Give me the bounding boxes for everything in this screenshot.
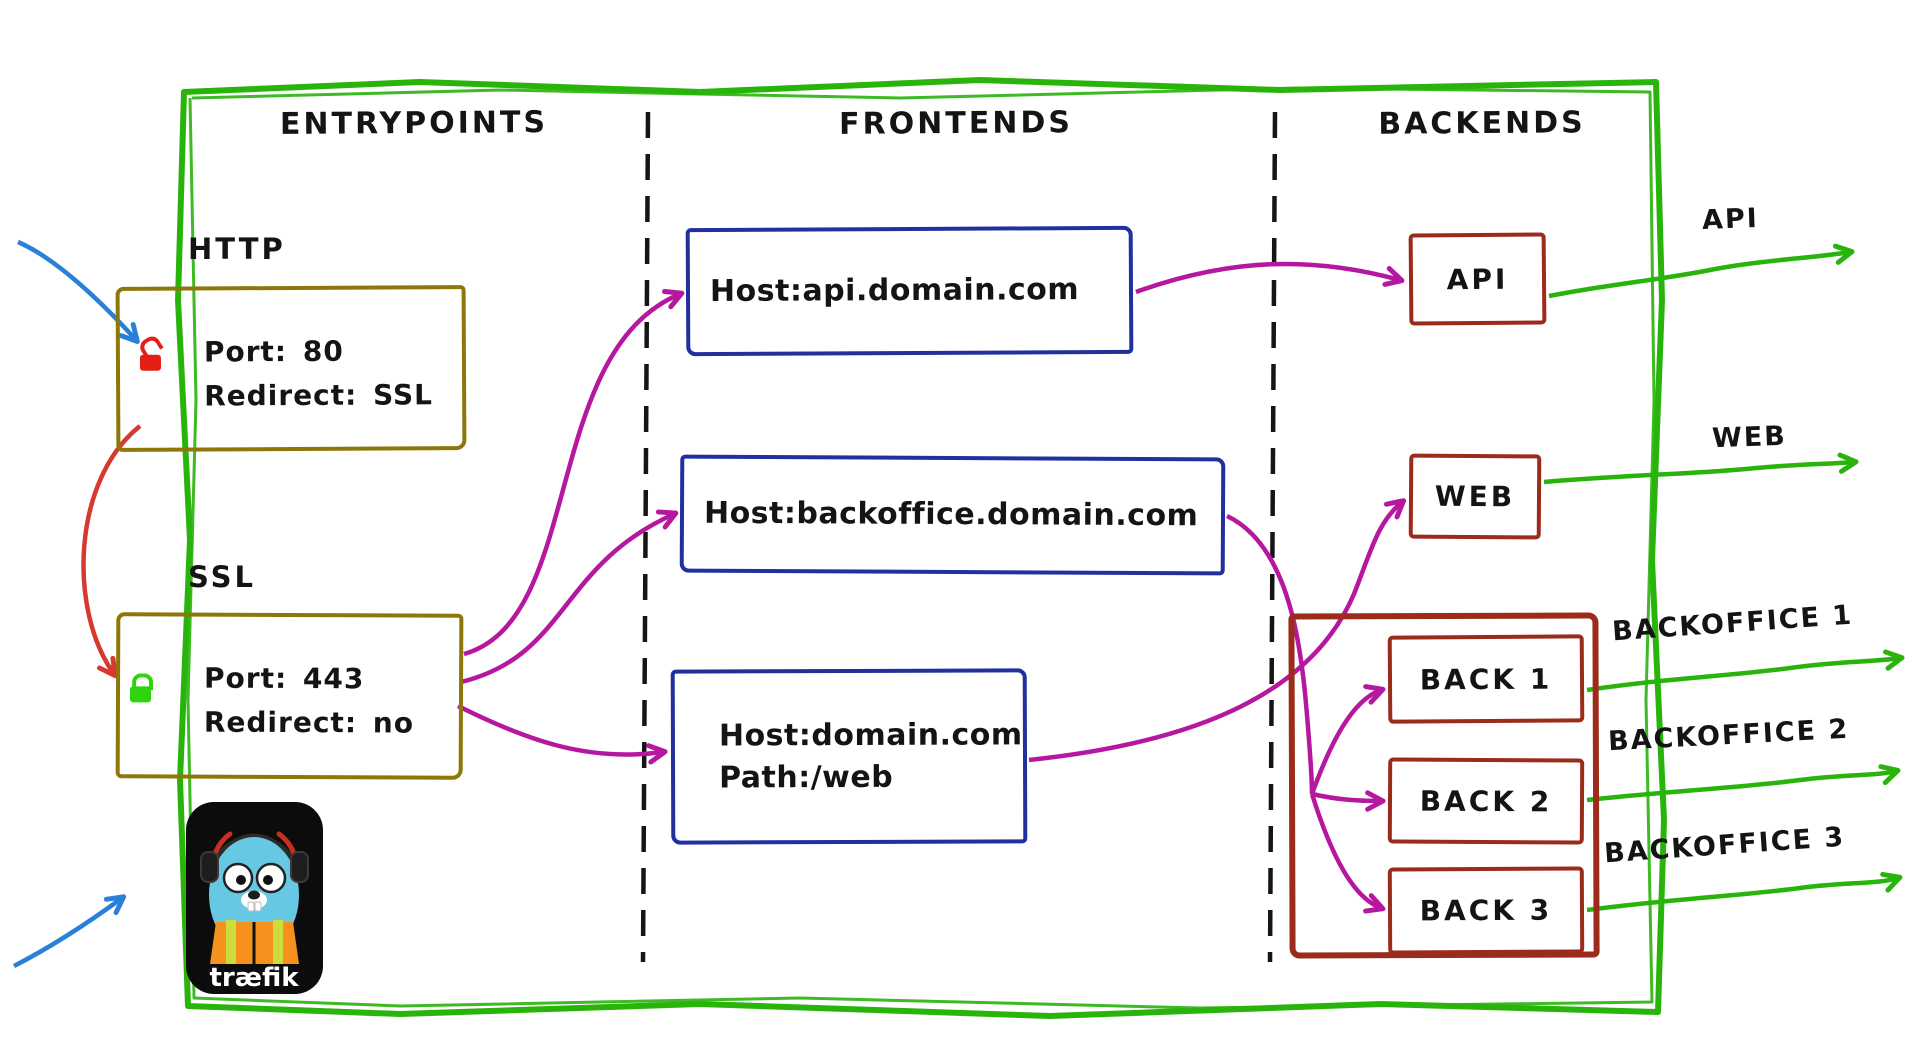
http-redirect-text: Redirect: SSL — [204, 378, 434, 413]
entrypoint-ssl-label: SSL — [188, 560, 256, 594]
backend-api-box: API — [1408, 232, 1547, 326]
entrypoint-http-box: Port: 80 Redirect: SSL — [115, 285, 467, 452]
ssl-port-text: Port: 443 — [204, 661, 365, 696]
column-title-frontends: FRONTENDS — [838, 105, 1074, 142]
external-service-backoffice1-label: BACKOFFICE 1 — [1611, 599, 1855, 648]
frontend-api-box: Host:api.domain.com — [685, 225, 1134, 357]
separator-entrypoints-frontends — [640, 111, 651, 963]
arrow-frontend-api-to-backend-api — [1135, 261, 1405, 295]
backend-back1-box: BACK 1 — [1387, 634, 1585, 724]
external-service-backoffice3-label: BACKOFFICE 3 — [1603, 821, 1847, 870]
backend-api-label: API — [1446, 262, 1509, 296]
external-service-web-label: WEB — [1711, 420, 1788, 455]
traefik-logo-text: træfik — [209, 963, 299, 993]
entrypoint-ssl-box: Port: 443 Redirect: no — [115, 612, 464, 780]
backend-back2-box: BACK 2 — [1387, 757, 1585, 845]
frontend-backoffice-rule: Host:backoffice.domain.com — [684, 459, 1222, 572]
frontend-backoffice-rule-text: Host:backoffice.domain.com — [703, 495, 1199, 534]
frontend-web-box: Host:domain.com Path:/web — [670, 668, 1028, 845]
outgoing-arrow-backoffice-1 — [1586, 649, 1905, 693]
backend-back2-label: BACK 2 — [1419, 784, 1553, 818]
arrow-ssl-to-frontend-web — [456, 703, 668, 765]
outgoing-arrow-web — [1543, 452, 1859, 485]
incoming-arrow-ssl — [12, 894, 127, 969]
column-title-entrypoints: ENTRYPOINTS — [279, 105, 549, 142]
external-service-backoffice2-label: BACKOFFICE 2 — [1607, 713, 1850, 758]
outgoing-arrow-backoffice-2 — [1586, 764, 1901, 803]
external-service-api-label: API — [1701, 203, 1760, 236]
outgoing-arrow-backoffice-3 — [1586, 871, 1903, 913]
backend-back3-label: BACK 3 — [1419, 893, 1553, 928]
traefik-gopher-icon: træfik — [186, 802, 323, 994]
traefik-logo: træfik — [184, 800, 325, 996]
http-port-text: Port: 80 — [203, 334, 344, 369]
ssl-redirect-text: Redirect: no — [203, 705, 415, 740]
entrypoint-http-label: HTTP — [188, 232, 286, 266]
frontend-web-path-text: Path:/web — [719, 759, 894, 795]
frontend-backoffice-box: Host:backoffice.domain.com — [679, 454, 1226, 576]
arrow-ssl-to-frontend-backoffice — [460, 509, 679, 685]
entrypoint-ssl-details: Port: 443 Redirect: no — [204, 657, 414, 746]
entrypoint-http-details: Port: 80 Redirect: SSL — [204, 329, 433, 418]
frontend-web-rule: Host:domain.com Path:/web — [675, 672, 1024, 840]
separator-frontends-backends — [1267, 111, 1278, 963]
open-padlock-icon — [139, 354, 162, 371]
outgoing-arrow-api — [1548, 243, 1855, 299]
backend-back1-label: BACK 1 — [1419, 662, 1553, 696]
closed-padlock-icon — [129, 686, 152, 703]
backend-back3-box: BACK 3 — [1387, 866, 1585, 955]
backend-web-label: WEB — [1434, 479, 1516, 514]
frontend-api-rule: Host:api.domain.com — [690, 230, 1130, 352]
backend-web-box: WEB — [1408, 453, 1542, 540]
column-title-backends: BACKENDS — [1378, 105, 1586, 142]
frontend-api-rule-text: Host:api.domain.com — [709, 272, 1080, 310]
arrow-ssl-to-frontend-api — [463, 289, 685, 657]
frontend-web-host-text: Host:domain.com — [718, 716, 1023, 753]
